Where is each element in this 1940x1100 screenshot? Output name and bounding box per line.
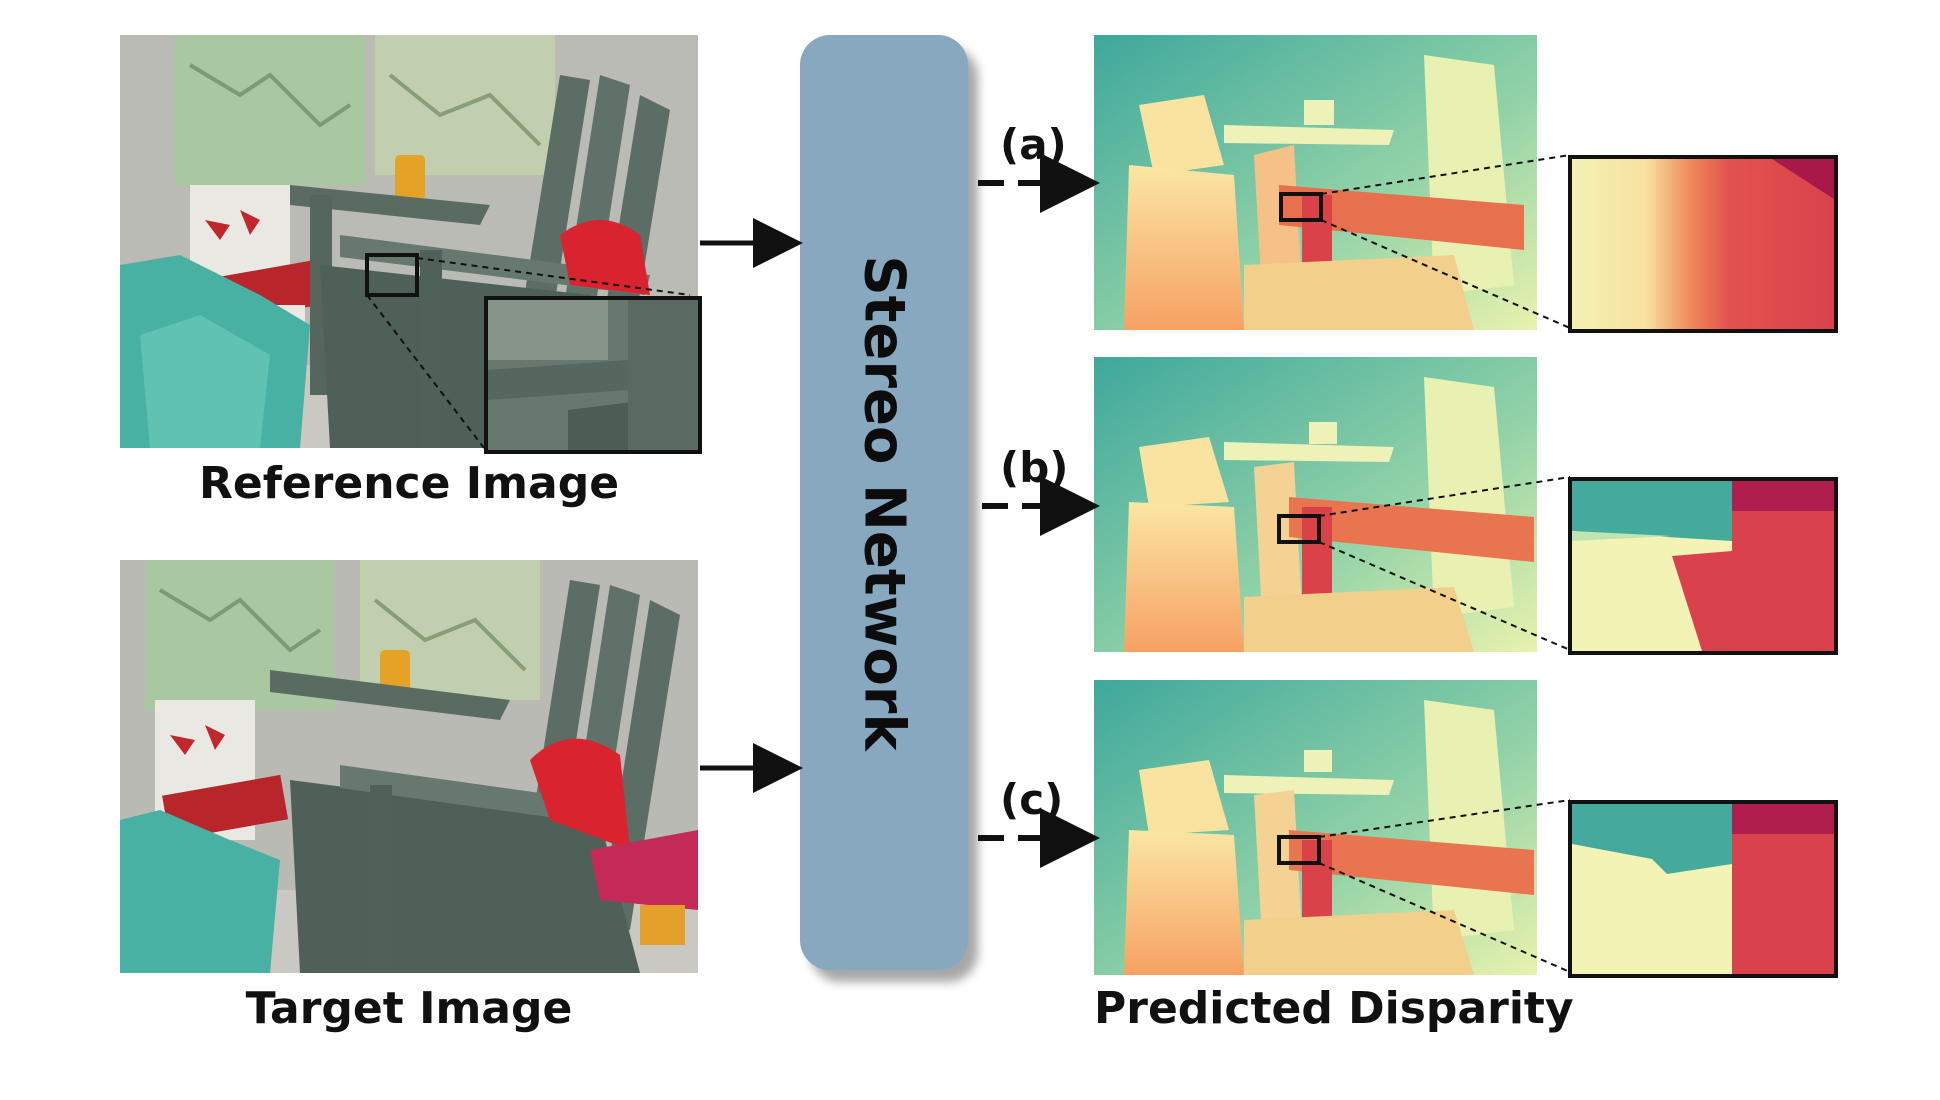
reference-image-caption: Reference Image	[198, 458, 620, 509]
disparity-map-b	[1094, 357, 1537, 652]
stereo-network-block: Stereo Network	[800, 35, 968, 970]
predicted-disparity-caption: Predicted Disparity	[1094, 983, 1574, 1034]
variant-label-c: (c)	[1000, 775, 1064, 824]
target-image-caption: Target Image	[245, 983, 573, 1034]
stereo-network-label: Stereo Network	[851, 254, 917, 751]
disparity-zoom-b	[1568, 477, 1838, 655]
disparity-zoom-c	[1568, 800, 1838, 978]
disparity-map-a	[1094, 35, 1537, 330]
variant-label-a: (a)	[1000, 120, 1067, 169]
target-image	[120, 560, 698, 973]
disparity-map-c	[1094, 680, 1537, 975]
variant-label-b: (b)	[1000, 443, 1069, 492]
reference-zoom-inset	[484, 296, 702, 454]
disparity-zoom-a	[1568, 155, 1838, 333]
